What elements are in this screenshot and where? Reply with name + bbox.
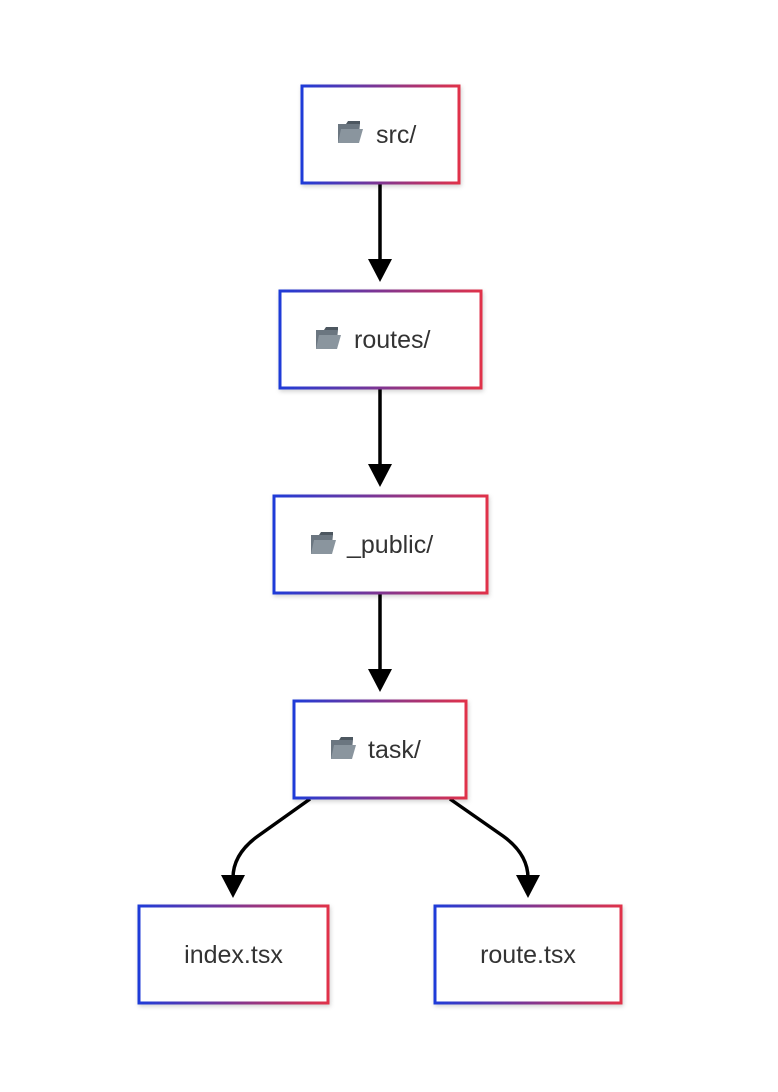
arrowhead: [368, 464, 392, 487]
folder-icon: [311, 532, 336, 554]
node-label: src/: [376, 121, 416, 149]
node-label: routes/: [354, 326, 430, 354]
node-src[interactable]: src/: [300, 84, 461, 185]
node-route[interactable]: route.tsx: [433, 904, 623, 1005]
edge-public-task: [368, 594, 392, 692]
node-label: route.tsx: [480, 941, 576, 969]
arrowhead: [221, 875, 245, 898]
folder-icon: [316, 327, 341, 349]
nodes: src/ routes/ _public/: [137, 84, 623, 1005]
edge-routes-public: [368, 389, 392, 487]
node-label: index.tsx: [184, 941, 283, 969]
node-label: task/: [368, 736, 421, 764]
edges: [221, 184, 540, 898]
folder-icon: [338, 121, 363, 143]
edge-src-routes: [368, 184, 392, 282]
edge-task-index: [221, 797, 312, 898]
folder-icon: [331, 737, 356, 759]
arrowhead: [368, 669, 392, 692]
edge-task-route: [448, 797, 540, 898]
node-index[interactable]: index.tsx: [137, 904, 330, 1005]
arrowhead: [368, 259, 392, 282]
node-routes[interactable]: routes/: [278, 289, 483, 390]
arrowhead: [516, 875, 540, 898]
node-label: _public/: [346, 531, 433, 559]
node-public[interactable]: _public/: [272, 494, 489, 595]
node-task[interactable]: task/: [292, 699, 468, 800]
